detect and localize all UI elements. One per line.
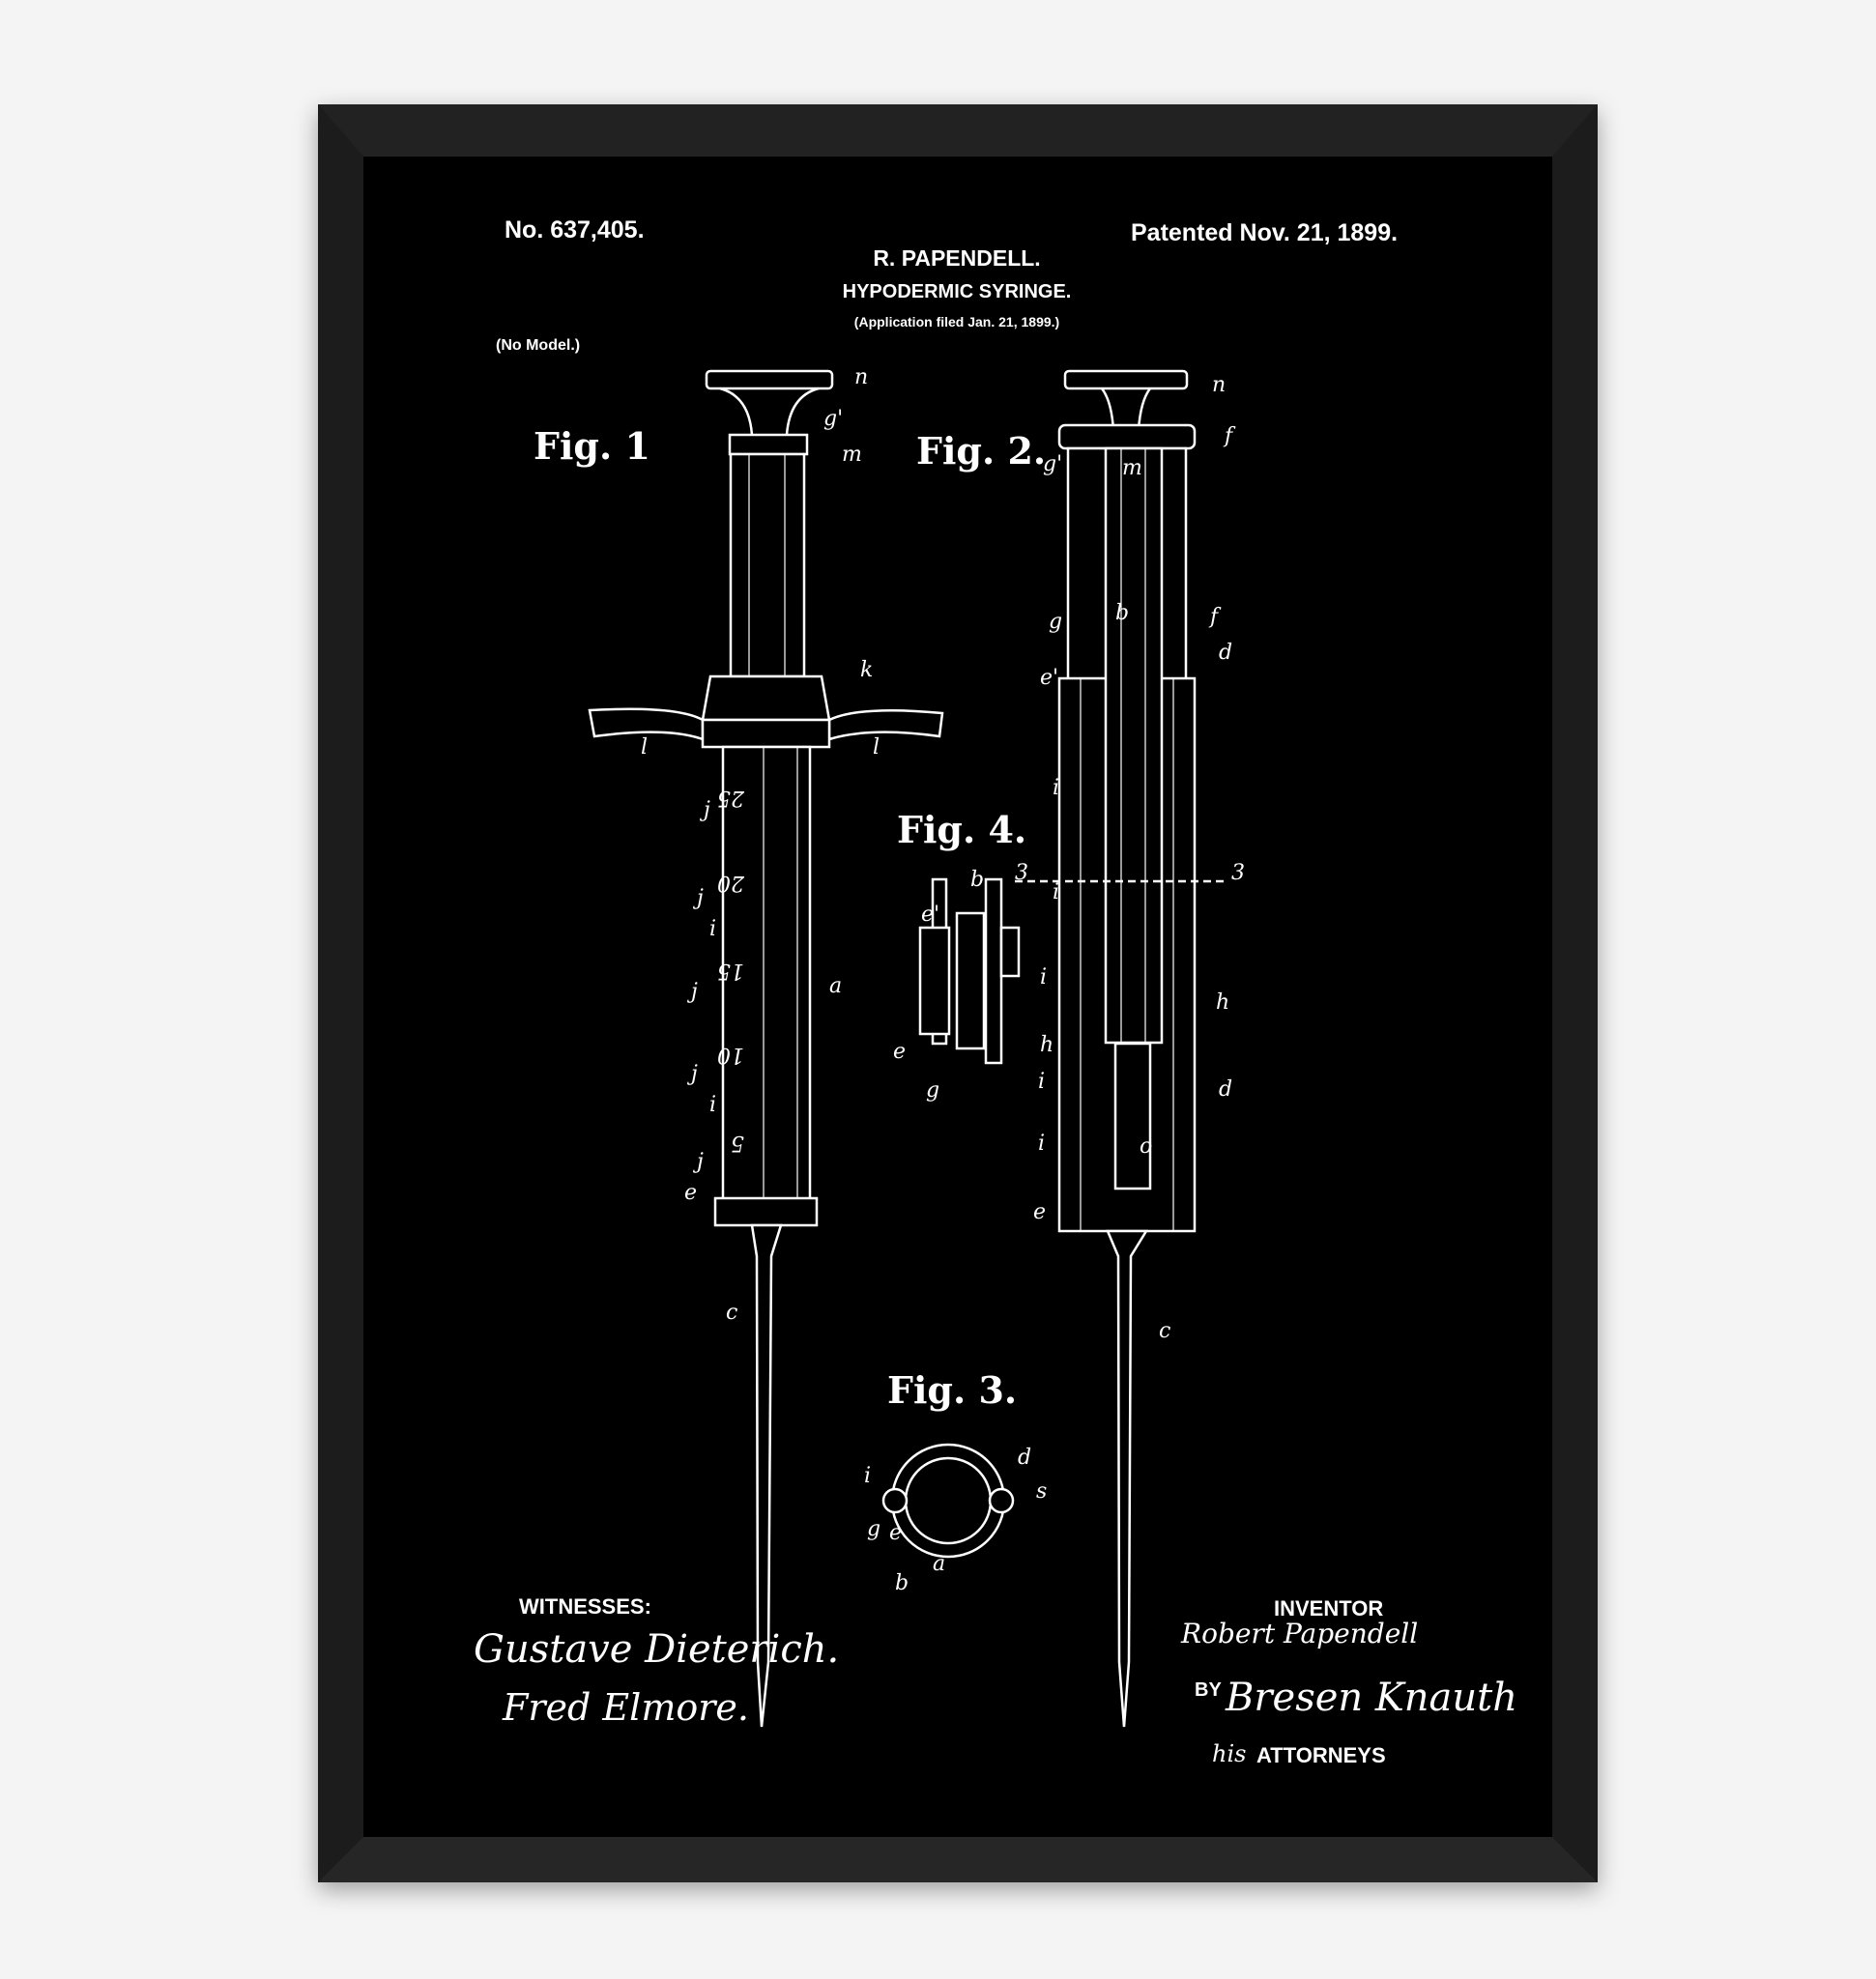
- reference-letter: a: [829, 974, 842, 998]
- inventor-label: INVENTOR: [1274, 1596, 1383, 1620]
- witness-2-signature: Fred Elmore.: [502, 1686, 749, 1729]
- witnesses-label: WITNESSES:: [519, 1594, 651, 1619]
- model-note: (No Model.): [496, 337, 580, 354]
- graduation-mark: 25: [717, 786, 745, 810]
- inventor-name: R. PAPENDELL.: [873, 245, 1040, 271]
- reference-letter: l: [641, 735, 648, 760]
- reference-letter: i: [1038, 1132, 1045, 1156]
- fig1-syringe-drawing: [588, 369, 944, 1728]
- reference-letter: b: [895, 1571, 909, 1595]
- fig2-syringe-drawing: [1015, 369, 1227, 1728]
- reference-letter: e': [921, 903, 939, 927]
- reference-letter: h: [1040, 1033, 1053, 1057]
- patent-title: HYPODERMIC SYRINGE.: [843, 281, 1072, 302]
- graduation-mark: 5: [731, 1131, 744, 1155]
- reference-letter: i: [1040, 965, 1047, 990]
- fig2-title: Fig. 2.: [916, 429, 1046, 473]
- reference-letter: c: [726, 1301, 737, 1325]
- reference-letter: e: [1033, 1200, 1046, 1224]
- reference-letter: a: [933, 1552, 945, 1576]
- reference-letter: 3: [1231, 861, 1245, 885]
- reference-letter: i: [1053, 880, 1059, 904]
- attorneys-signature: Bresen Knauth: [1225, 1676, 1517, 1720]
- reference-letter: g': [823, 407, 843, 431]
- graduation-mark: 10: [717, 1043, 744, 1067]
- reference-letter: e: [889, 1521, 902, 1545]
- reference-letter: b: [970, 868, 984, 892]
- witness-1-signature: Gustave Dieterich.: [474, 1627, 839, 1672]
- reference-letter: m: [1122, 456, 1142, 480]
- graduation-mark: 15: [717, 959, 744, 983]
- fig1-title: Fig. 1: [534, 424, 650, 468]
- reference-letter: n: [1212, 373, 1226, 397]
- reference-letter: e: [893, 1040, 906, 1064]
- reference-letter: i: [864, 1464, 871, 1488]
- reference-letter: n: [854, 365, 868, 389]
- reference-letter: k: [860, 658, 873, 682]
- fig4-section-drawing: [918, 877, 1021, 1065]
- reference-letter: m: [842, 443, 862, 467]
- application-date: (Application filed Jan. 21, 1899.): [854, 314, 1059, 330]
- attorneys-label: ATTORNEYS: [1256, 1743, 1386, 1767]
- fig3-cross-section-drawing: [881, 1443, 1015, 1559]
- reference-letter: s: [1036, 1479, 1047, 1504]
- patent-number: No. 637,405.: [505, 216, 645, 244]
- by-label: BY: [1195, 1679, 1222, 1701]
- reference-letter: d: [1018, 1446, 1031, 1470]
- reference-letter: c: [1159, 1319, 1170, 1343]
- reference-letter: i: [709, 1093, 716, 1117]
- reference-letter: g: [1049, 610, 1062, 634]
- inventor-signature: Robert Papendell: [1180, 1618, 1418, 1649]
- reference-letter: g: [926, 1078, 939, 1103]
- reference-letter: o: [1140, 1134, 1152, 1159]
- reference-letter: l: [873, 735, 880, 760]
- reference-letter: g: [867, 1517, 880, 1541]
- reference-letter: d: [1219, 1077, 1232, 1102]
- reference-letter: i: [1053, 776, 1059, 800]
- reference-letter: e': [1040, 666, 1058, 690]
- reference-letter: 3: [1015, 861, 1028, 885]
- reference-letter: i: [709, 917, 716, 941]
- reference-letter: b: [1115, 601, 1129, 625]
- reference-letter: d: [1219, 641, 1232, 665]
- fig3-title: Fig. 3.: [887, 1368, 1017, 1412]
- reference-letter: e: [684, 1181, 697, 1205]
- reference-letter: g': [1043, 452, 1062, 476]
- reference-letter: i: [1038, 1070, 1045, 1094]
- graduation-mark: 20: [717, 871, 745, 895]
- fig4-title: Fig. 4.: [897, 808, 1026, 851]
- patent-date: Patented Nov. 21, 1899.: [1131, 219, 1398, 246]
- reference-letter: h: [1216, 990, 1229, 1015]
- his-label: his: [1212, 1740, 1246, 1767]
